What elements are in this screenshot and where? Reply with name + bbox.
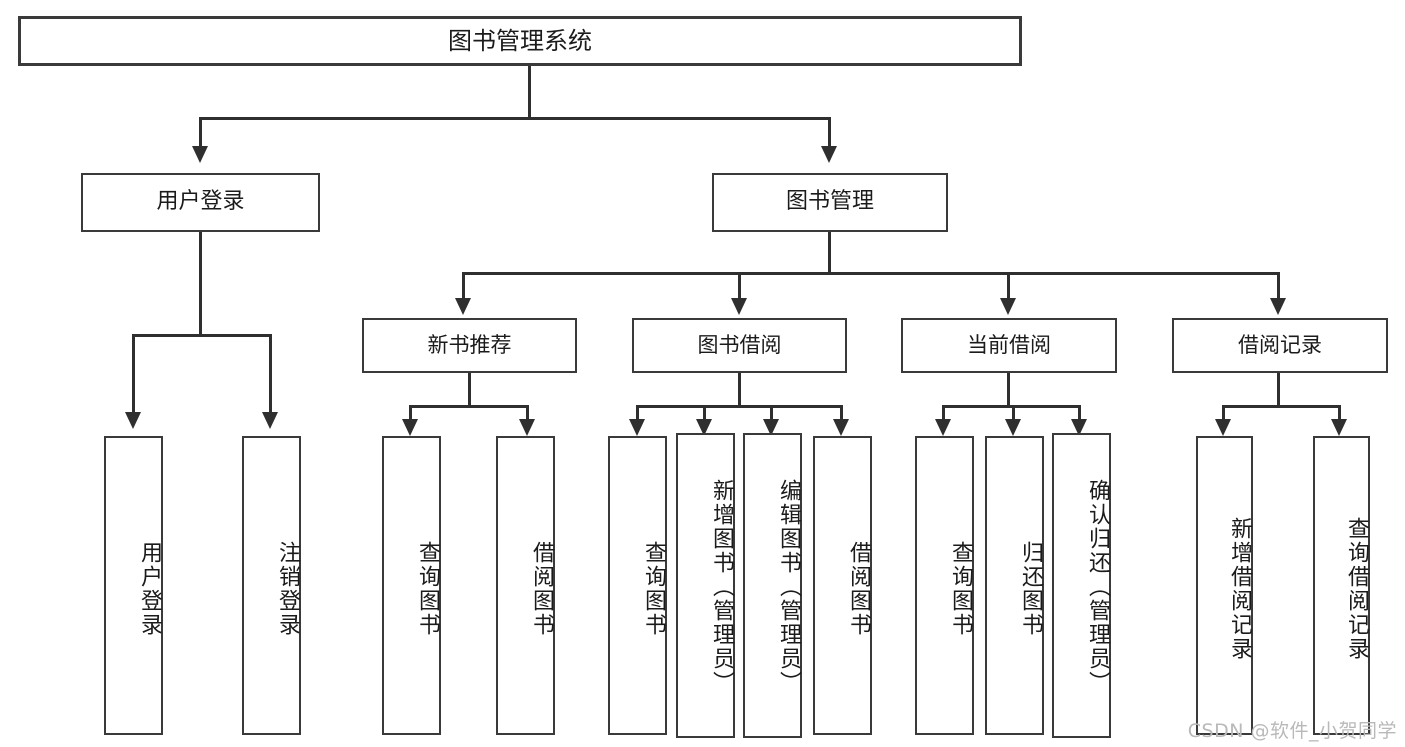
arrowhead-root-to-user-login: [192, 146, 208, 163]
arrowhead-user-login-leaf-1: [125, 412, 141, 429]
leaf-book-borrow-borrow[interactable]: 借阅图书: [813, 436, 872, 735]
node-label: 用户登录: [156, 189, 245, 215]
leaf-book-borrow-add-admin[interactable]: 新增图书（管理员）: [676, 433, 735, 738]
connector-book-borrow-trunk: [738, 373, 741, 407]
arrowhead-borrow-record-leaf-2: [1331, 419, 1347, 436]
connector-book-borrow-bar: [636, 405, 843, 408]
leaf-borrow-record-query[interactable]: 查询借阅记录: [1313, 436, 1370, 735]
leaf-new-book-query[interactable]: 查询图书: [382, 436, 441, 735]
connector-borrow-record-drop-2: [1338, 405, 1341, 422]
connector-book-mgmt-trunk: [828, 232, 831, 274]
connector-user-login-drop-2: [269, 334, 272, 414]
leaf-current-borrow-return[interactable]: 归还图书: [985, 436, 1044, 735]
arrowhead-book-borrow-leaf-2: [696, 419, 712, 436]
leaf-label: 查询借阅记录: [1344, 516, 1369, 661]
leaf-label: 查询图书: [948, 540, 973, 637]
arrowhead-current-borrow-leaf-1: [935, 419, 951, 436]
node-book-management[interactable]: 图书管理: [712, 173, 948, 232]
node-label: 图书管理: [785, 189, 874, 215]
leaf-label: 借阅图书: [529, 540, 554, 637]
connector-user-login-trunk: [199, 232, 202, 336]
leaf-label: 查询图书: [415, 540, 440, 637]
connector-book-mgmt-drop-book-borrow: [738, 272, 741, 300]
arrowhead-borrow-record: [1270, 298, 1286, 315]
node-borrow-record[interactable]: 借阅记录: [1172, 318, 1388, 373]
leaf-current-borrow-confirm-admin[interactable]: 确认归还（管理员）: [1052, 433, 1111, 738]
connector-current-borrow-bar: [942, 405, 1080, 408]
connector-user-login-bar: [132, 334, 272, 337]
connector-new-book-drop-2: [526, 405, 529, 422]
leaf-label: 查询图书: [641, 540, 666, 637]
connector-book-borrow-drop-2: [703, 405, 706, 422]
node-label: 借阅记录: [1238, 332, 1322, 357]
connector-book-borrow-drop-1: [636, 405, 639, 422]
connector-book-mgmt-drop-current-borrow: [1007, 272, 1010, 300]
leaf-label: 借阅图书: [846, 540, 871, 637]
connector-new-book-drop-1: [409, 405, 412, 422]
connector-current-borrow-trunk: [1007, 373, 1010, 407]
arrowhead-root-to-book-mgmt: [821, 146, 837, 163]
arrowhead-new-book-leaf-2: [519, 419, 535, 436]
node-label: 新书推荐: [427, 332, 512, 357]
leaf-label: 编辑图书（管理员）: [776, 478, 801, 695]
leaf-user-login-login[interactable]: 用户登录: [104, 436, 163, 735]
connector-borrow-record-trunk: [1277, 373, 1280, 407]
leaf-book-borrow-query[interactable]: 查询图书: [608, 436, 667, 735]
leaf-label: 新增借阅记录: [1227, 516, 1252, 661]
leaf-label: 用户登录: [137, 540, 162, 637]
connector-new-book-bar: [409, 405, 529, 408]
node-user-login[interactable]: 用户登录: [81, 173, 320, 232]
arrowhead-current-borrow: [1000, 298, 1016, 315]
leaf-label: 注销登录: [275, 540, 300, 637]
arrowhead-current-borrow-leaf-3: [1071, 419, 1087, 436]
leaf-user-login-logout[interactable]: 注销登录: [242, 436, 301, 735]
connector-new-book-trunk: [468, 373, 471, 407]
arrowhead-user-login-leaf-2: [262, 412, 278, 429]
arrowhead-borrow-record-leaf-1: [1215, 419, 1231, 436]
connector-current-borrow-drop-2: [1012, 405, 1015, 422]
arrowhead-new-book: [455, 298, 471, 315]
leaf-current-borrow-query[interactable]: 查询图书: [915, 436, 974, 735]
leaf-book-borrow-edit-admin[interactable]: 编辑图书（管理员）: [743, 433, 802, 738]
arrowhead-book-borrow: [731, 298, 747, 315]
arrowhead-book-borrow-leaf-3: [763, 419, 779, 436]
leaf-new-book-borrow[interactable]: 借阅图书: [496, 436, 555, 735]
connector-current-borrow-drop-3: [1078, 405, 1081, 422]
connector-book-borrow-drop-3: [770, 405, 773, 422]
node-label: 当前借阅: [967, 332, 1051, 357]
arrowhead-book-borrow-leaf-4: [833, 419, 849, 436]
connector-borrow-record-bar: [1222, 405, 1340, 408]
leaf-label: 确认归还（管理员）: [1085, 478, 1110, 695]
connector-book-mgmt-drop-borrow-record: [1277, 272, 1280, 300]
leaf-borrow-record-add[interactable]: 新增借阅记录: [1196, 436, 1253, 735]
connector-book-mgmt-drop-new-book: [462, 272, 465, 300]
connector-root-to-book-mgmt: [828, 117, 831, 149]
node-book-borrow[interactable]: 图书借阅: [632, 318, 847, 373]
leaf-label: 新增图书（管理员）: [709, 478, 734, 695]
node-label: 图书管理系统: [448, 26, 592, 55]
arrowhead-book-borrow-leaf-1: [629, 419, 645, 436]
connector-book-borrow-drop-4: [840, 405, 843, 422]
connector-user-login-drop-1: [132, 334, 135, 414]
connector-root-bar: [199, 117, 831, 120]
arrowhead-new-book-leaf-1: [402, 419, 418, 436]
node-new-book-recommend[interactable]: 新书推荐: [362, 318, 577, 373]
node-current-borrow[interactable]: 当前借阅: [901, 318, 1117, 373]
connector-book-mgmt-bar: [462, 272, 1280, 275]
connector-root-trunk: [528, 66, 531, 119]
node-root-system[interactable]: 图书管理系统: [18, 16, 1022, 66]
arrowhead-current-borrow-leaf-2: [1005, 419, 1021, 436]
connector-borrow-record-drop-1: [1222, 405, 1225, 422]
leaf-label: 归还图书: [1018, 540, 1043, 637]
node-label: 图书借阅: [697, 332, 782, 357]
connector-root-to-user-login: [199, 117, 202, 149]
connector-current-borrow-drop-1: [942, 405, 945, 422]
